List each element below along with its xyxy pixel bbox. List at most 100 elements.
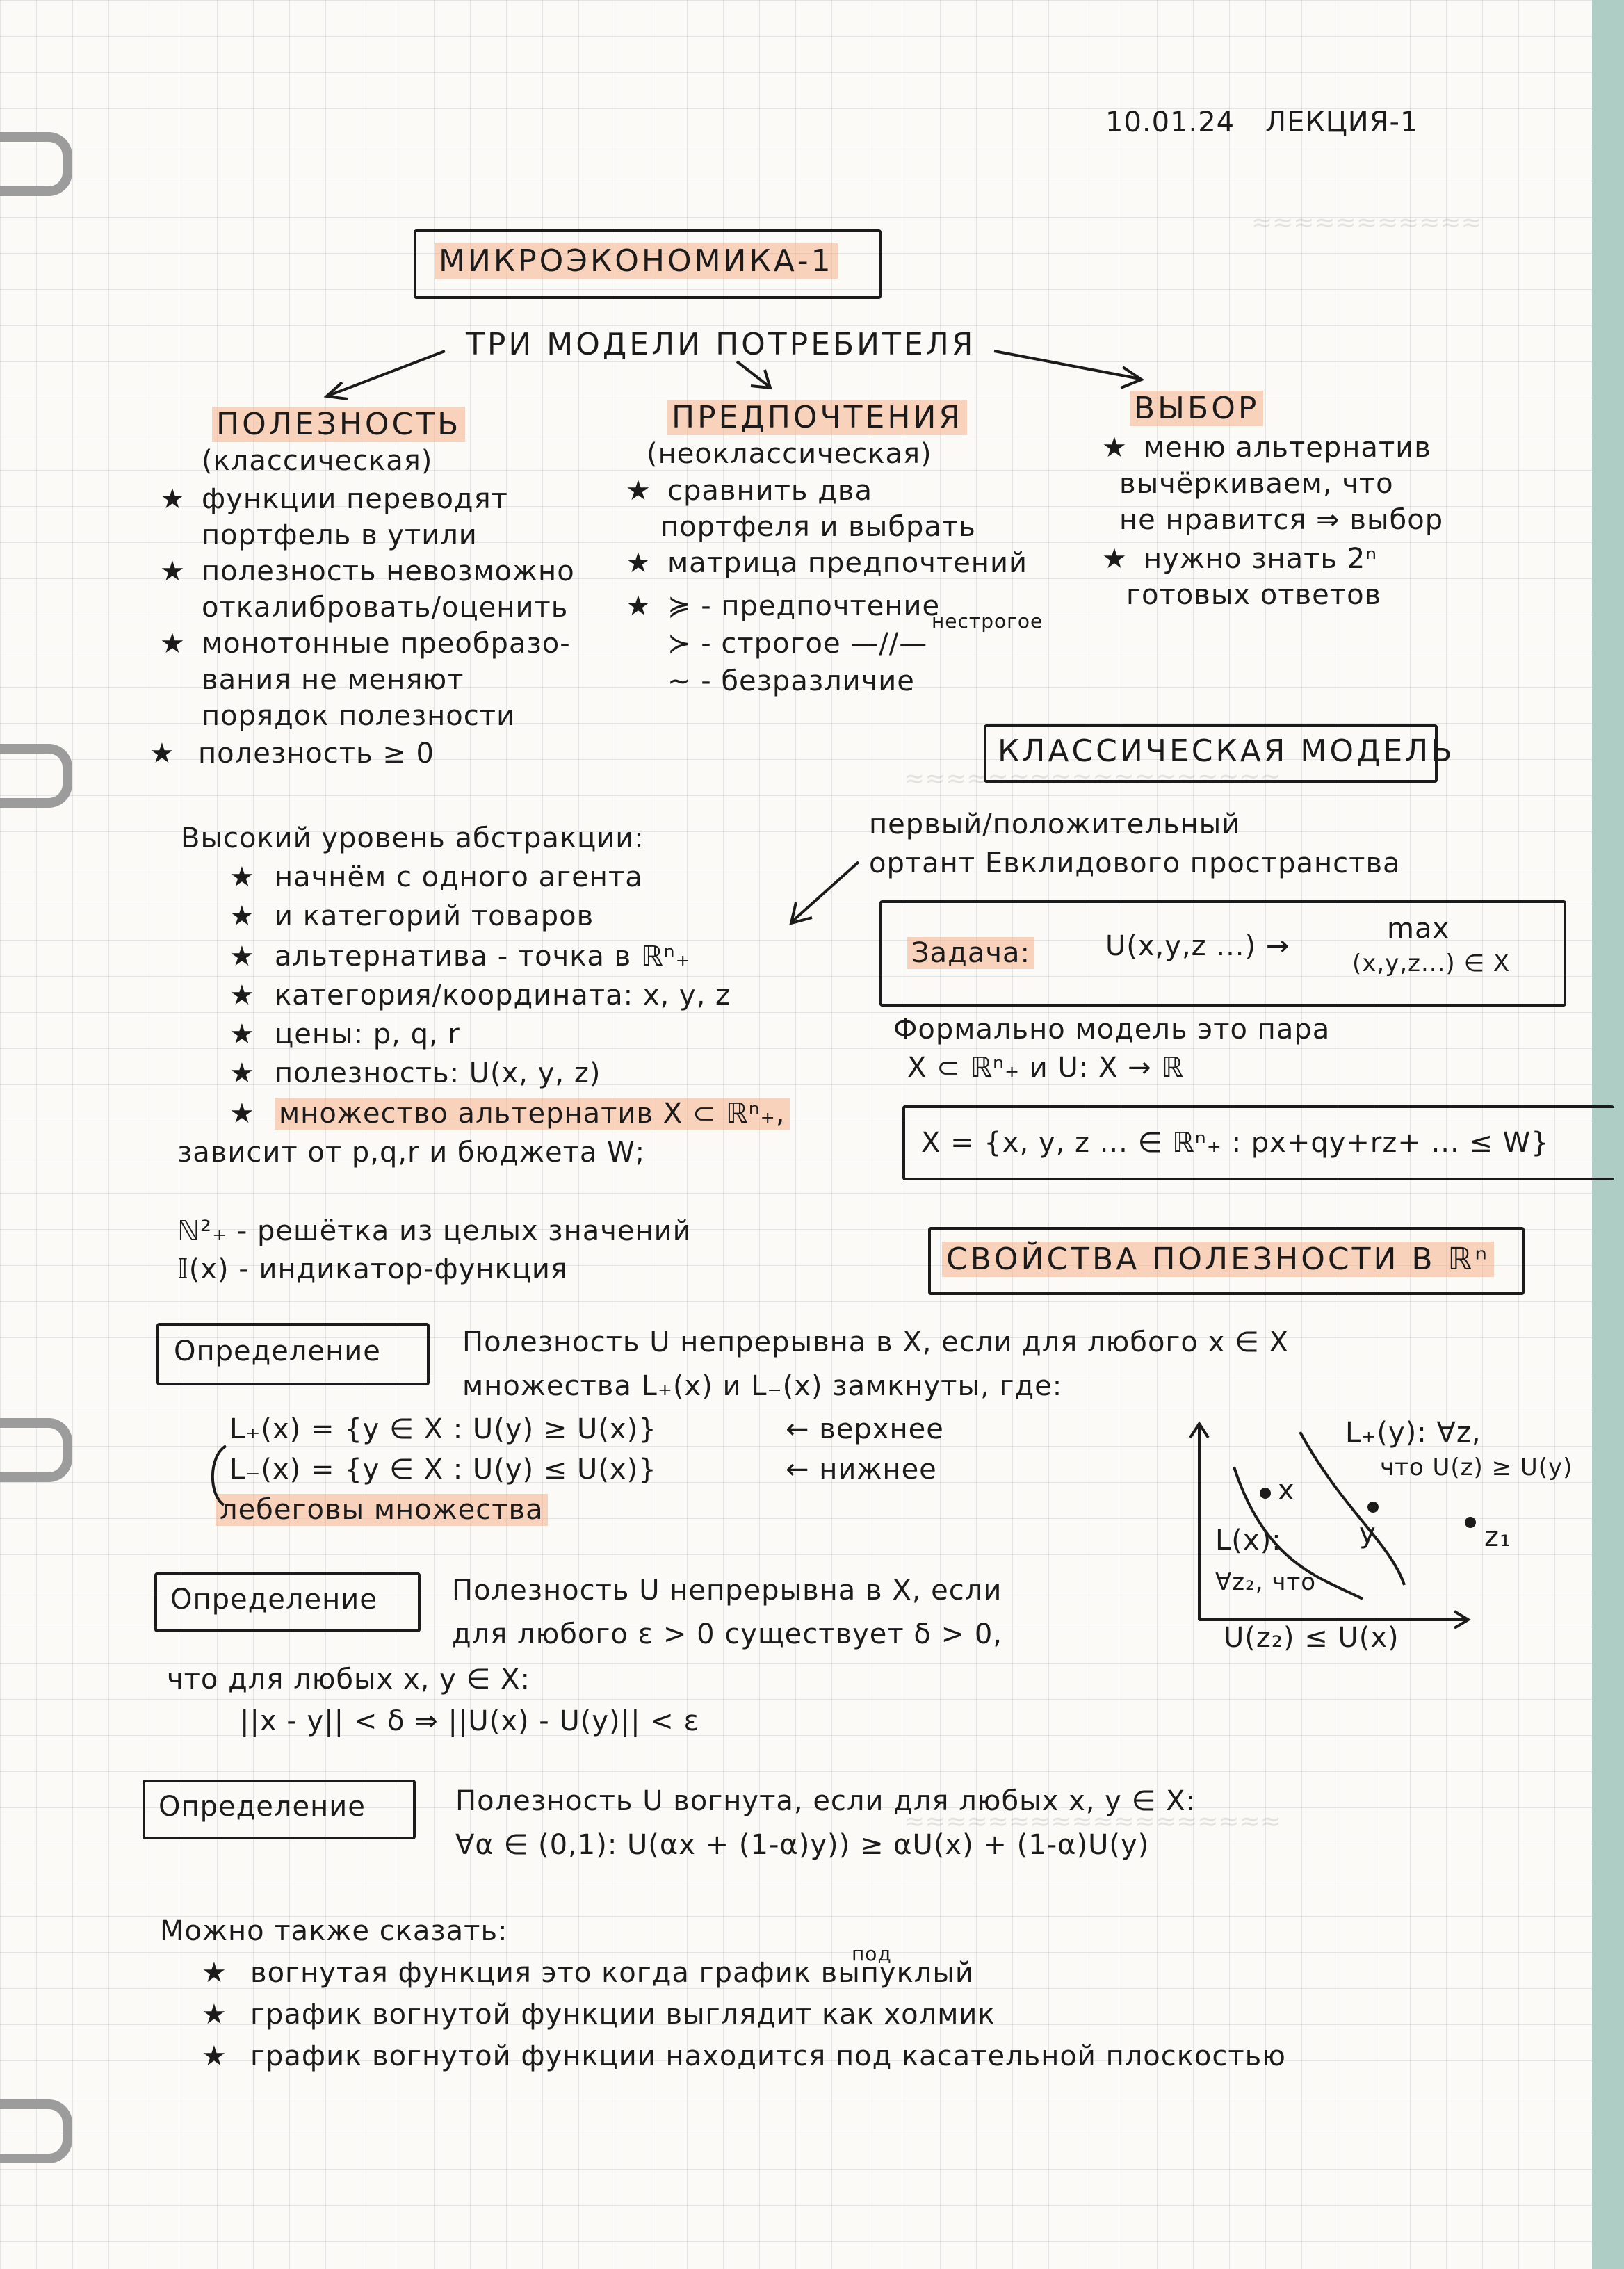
abstraction-item: полезность: U(x, y, z): [275, 1057, 601, 1089]
utility-line: порядок полезности: [202, 700, 516, 732]
definition-2-line: для любого ε > 0 существует δ > 0,: [452, 1618, 1003, 1650]
indicator-line: 𝕀(x) - индикатор-функция: [177, 1253, 568, 1285]
preferences-line: ≽ - предпочтение: [667, 590, 941, 622]
abstraction-item: и категорий товаров: [275, 900, 594, 932]
star-icon: ★: [202, 1999, 227, 2031]
definition-2-line: Полезность U непрерывна в X, если: [452, 1575, 1002, 1607]
graph-x-arrow: [1453, 1610, 1471, 1629]
point-y: [1367, 1502, 1379, 1513]
lower-set: L₋(x) = {y ∈ X : U(y) ≤ U(x)}: [229, 1454, 657, 1486]
star-icon: ★: [202, 1957, 227, 1989]
star-icon: ★: [229, 1057, 255, 1089]
upper-set-note: ← верхнее: [786, 1413, 944, 1445]
star-icon: ★: [229, 1098, 255, 1130]
definition-label-box: [156, 1323, 430, 1385]
graph-lower-label: ∀z₂, что: [1215, 1568, 1317, 1596]
orthant-note: первый/положительный: [869, 808, 1241, 840]
graph-point-x-label: x: [1278, 1474, 1295, 1506]
continuity-formula: ||x - y|| < δ ⇒ ||U(x) - U(y)|| < ε: [240, 1705, 700, 1737]
arrow-head: [1120, 366, 1145, 389]
choice-line: готовых ответов: [1126, 579, 1382, 611]
definition-2-line: что для любых x, y ∈ X:: [167, 1664, 530, 1695]
graph-lower-label: L(x):: [1215, 1524, 1282, 1556]
definition-label: Определение: [174, 1335, 381, 1367]
upper-set: L₊(x) = {y ∈ X : U(y) ≥ U(x)}: [229, 1413, 657, 1445]
classic-title: КЛАССИЧЕСКАЯ МОДЕЛЬ: [998, 733, 1455, 769]
abstraction-item: альтернатива - точка в ℝⁿ₊: [275, 941, 691, 973]
definition-3-line: Полезность U вогнута, если для любых x, …: [455, 1785, 1196, 1817]
task-label: Задача:: [907, 937, 1034, 969]
arrow-head: [750, 369, 772, 390]
summary-item: график вогнутой функции находится под ка…: [250, 2040, 1286, 2072]
summary-item: вогнутая функция это когда график выпукл…: [250, 1957, 974, 1989]
point-x: [1260, 1488, 1271, 1499]
star-icon: ★: [202, 2040, 227, 2072]
preferences-line: ∼ - безразличие: [667, 665, 915, 697]
lower-indifference-curve: [1233, 1466, 1363, 1600]
definition-label-box: [143, 1780, 416, 1839]
preferences-line: матрица предпочтений: [667, 547, 1028, 579]
task-expression: U(x,y,z ...) →: [1105, 930, 1290, 962]
definition-label: Определение: [159, 1791, 366, 1823]
utility-line: портфель в утили: [202, 519, 478, 551]
star-icon: ★: [229, 861, 255, 893]
utility-line: вания не меняют: [202, 664, 464, 696]
binder-ring: [0, 1418, 72, 1482]
utility-title: ПОЛЕЗНОСТЬ: [212, 407, 466, 442]
bracket: [211, 1445, 227, 1506]
arrow-head: [323, 381, 348, 400]
properties-title: СВОЙСТВА ПОЛЕЗНОСТИ В ℝⁿ: [942, 1242, 1494, 1277]
lattice-line: ℕ²₊ - решётка из целых значений: [177, 1215, 692, 1247]
summary-item: график вогнутой функции выглядит как хол…: [250, 1999, 996, 2031]
graph-upper-label: что U(z) ≥ U(y): [1380, 1454, 1573, 1481]
orthant-note: ортант Евклидового пространства: [869, 847, 1401, 879]
lebesgue-sets: лебеговы множества: [216, 1494, 548, 1526]
arrow-to-preferences: [736, 360, 770, 387]
abstraction-item: множество альтернатив X ⊂ ℝⁿ₊,: [275, 1098, 790, 1130]
page-edge: [1592, 0, 1624, 2269]
task-box: [879, 900, 1566, 1007]
choice-line: нужно знать 2ⁿ: [1144, 543, 1378, 575]
binder-ring: [0, 744, 72, 808]
preferences-title: ПРЕДПОЧТЕНИЯ: [667, 400, 967, 435]
binder-ring: [0, 132, 72, 196]
utility-line: полезность ≥ 0: [198, 738, 435, 770]
abstraction-item: начнём с одного агента: [275, 861, 643, 893]
arrow-to-orthant: [791, 861, 860, 922]
page-title: МИКРОЭКОНОМИКА-1: [435, 243, 838, 279]
utility-subtitle: (классическая): [202, 445, 433, 477]
depends-line: зависит от p,q,r и бюджета W;: [177, 1137, 646, 1169]
star-icon: ★: [229, 900, 255, 932]
star-icon: ★: [626, 547, 651, 579]
preferences-line: портфеля и выбрать: [660, 511, 976, 543]
graph-y-arrow: [1189, 1421, 1210, 1439]
definition-label: Определение: [170, 1584, 377, 1616]
definition-1-line: множества L₊(x) и L₋(x) замкнуты, где:: [462, 1370, 1063, 1402]
arrow-to-choice: [993, 350, 1141, 380]
preferences-line: ≻ - строгое —//—: [667, 628, 928, 660]
star-icon: ★: [626, 590, 651, 622]
arrow-to-utility: [326, 350, 446, 398]
utility-line: монотонные преобразо-: [202, 628, 571, 660]
classic-title-box: [984, 724, 1438, 783]
choice-line: меню альтернатив: [1144, 432, 1431, 464]
concavity-formula: ∀α ∈ (0,1): U(αx + (1-α)y)) ≥ αU(x) + (1…: [455, 1829, 1150, 1861]
lower-set-note: ← нижнее: [786, 1454, 937, 1486]
lecture-label: ЛЕКЦИЯ-1: [1265, 106, 1419, 138]
task-max: max: [1387, 913, 1450, 945]
utility-line: функции переводят: [202, 483, 508, 515]
upper-indifference-curve: [1299, 1431, 1406, 1586]
budget-box: [902, 1105, 1614, 1180]
star-icon: ★: [229, 941, 255, 973]
abstraction-item: категория/координата: x, y, z: [275, 979, 731, 1011]
preferences-note: нестрогое: [932, 610, 1044, 633]
formal-pair: X ⊂ ℝⁿ₊ и U: X → ℝ: [907, 1052, 1184, 1084]
bleed-through-text: ≈≈≈≈≈≈≈≈≈≈≈≈≈≈≈≈≈≈: [904, 1807, 1281, 1836]
graph-upper-label: L₊(y): ∀z,: [1345, 1417, 1481, 1449]
star-icon: ★: [160, 483, 186, 515]
utility-line: полезность невозможно: [202, 555, 575, 587]
star-icon: ★: [160, 555, 186, 587]
choice-line: не нравится ⇒ выбор: [1119, 504, 1444, 536]
